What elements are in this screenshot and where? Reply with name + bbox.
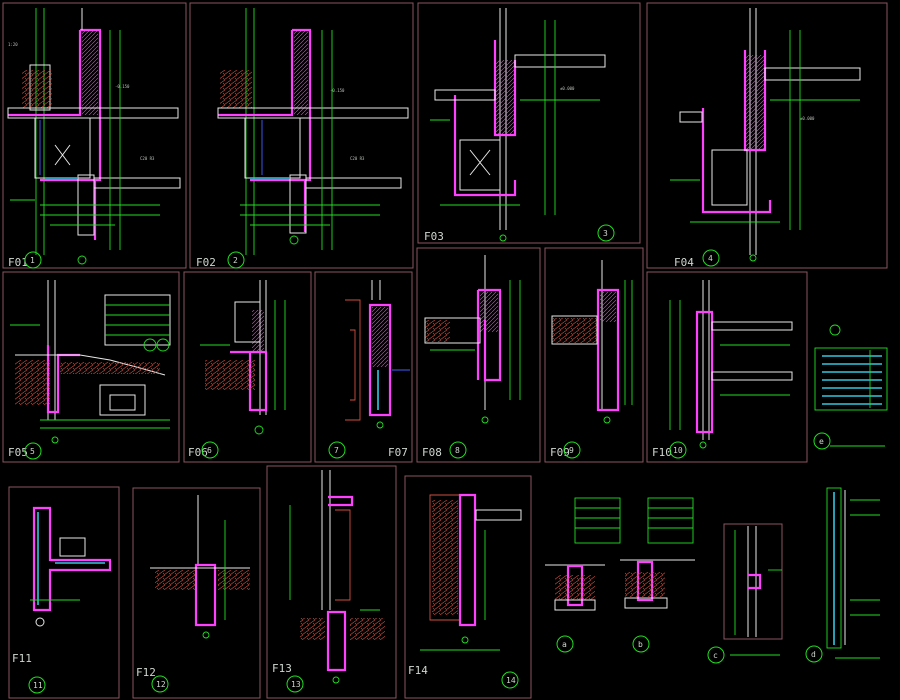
- detail-legend-table: e: [813, 324, 888, 450]
- detail-code: F02: [196, 256, 216, 269]
- detail-foundation-a: a: [545, 497, 621, 653]
- detail-number-bubble: [328, 441, 346, 459]
- detail-number-bubble: [813, 432, 831, 450]
- detail-d: d: [805, 487, 880, 663]
- detail-number: 13: [291, 680, 301, 689]
- detail-f07: F07 7: [314, 271, 413, 463]
- detail-f10: F10 10: [646, 271, 808, 463]
- svg-text:-0.150: -0.150: [330, 88, 345, 93]
- detail-code: F01: [8, 256, 28, 269]
- detail-number-bubble: [151, 675, 169, 693]
- svg-text:1:20: 1:20: [8, 42, 18, 47]
- detail-frame: [417, 2, 641, 244]
- detail-number: d: [811, 650, 816, 659]
- detail-number-bubble: [449, 441, 467, 459]
- svg-text:C20 R3: C20 R3: [350, 156, 365, 161]
- detail-number-bubble: [24, 251, 42, 269]
- detail-number-bubble: [286, 675, 304, 693]
- detail-frame: [314, 271, 413, 463]
- detail-number-bubble: [632, 635, 650, 653]
- detail-code: F12: [136, 666, 156, 679]
- detail-f09: F09 9: [544, 247, 644, 463]
- detail-code: F06: [188, 446, 208, 459]
- detail-f12: F12 12: [132, 487, 261, 699]
- detail-frame: [723, 523, 783, 640]
- detail-frame: [2, 2, 187, 269]
- detail-number-bubble: [707, 646, 725, 664]
- detail-number: 10: [673, 446, 683, 455]
- detail-frame: [2, 271, 180, 463]
- detail-number: 9: [569, 446, 574, 455]
- detail-frame: [266, 465, 397, 699]
- svg-text:±0.000: ±0.000: [800, 116, 815, 121]
- detail-number-bubble: [805, 645, 823, 663]
- detail-number-bubble: [669, 441, 687, 459]
- detail-number: 4: [708, 254, 713, 263]
- detail-number-bubble: [702, 249, 720, 267]
- detail-c: c: [707, 523, 783, 664]
- detail-number: 7: [334, 446, 339, 455]
- detail-f06: F06 6: [183, 271, 312, 463]
- detail-number: 3: [603, 229, 608, 238]
- detail-code: F13: [272, 662, 292, 675]
- detail-number-bubble: [28, 676, 46, 694]
- detail-f04: ±0.000 F04 4: [646, 2, 888, 269]
- detail-number-bubble: [24, 442, 42, 460]
- detail-frame: [132, 487, 261, 699]
- detail-number: c: [713, 651, 718, 660]
- detail-code: F05: [8, 446, 28, 459]
- detail-number: 11: [33, 681, 43, 690]
- detail-frame: [183, 271, 312, 463]
- detail-f11: F11 11: [8, 486, 120, 699]
- detail-number-bubble: [556, 635, 574, 653]
- detail-number: a: [562, 640, 567, 649]
- svg-text:±0.000: ±0.000: [560, 86, 575, 91]
- detail-code: F14: [408, 664, 428, 677]
- detail-f05: F05 5: [2, 271, 180, 463]
- detail-code: F10: [652, 446, 672, 459]
- svg-text:C20 R3: C20 R3: [140, 156, 155, 161]
- detail-frame: [8, 486, 120, 699]
- detail-number: 5: [30, 447, 35, 456]
- detail-frame: [189, 2, 414, 269]
- svg-text:-0.150: -0.150: [115, 84, 130, 89]
- detail-number: 6: [207, 446, 212, 455]
- detail-number: 12: [156, 680, 166, 689]
- detail-number: 14: [506, 676, 516, 685]
- detail-code: F11: [12, 652, 32, 665]
- detail-number: b: [638, 640, 643, 649]
- detail-f14: F14 14: [404, 475, 532, 699]
- detail-number: 1: [30, 256, 35, 265]
- detail-frame: [404, 475, 532, 699]
- detail-number-bubble: [563, 441, 581, 459]
- detail-number-bubble: [597, 224, 615, 242]
- detail-f08: F08 8: [416, 247, 541, 463]
- detail-code: F03: [424, 230, 444, 243]
- detail-number-bubble: [501, 671, 519, 689]
- detail-frame: [416, 247, 541, 463]
- detail-f03: ±0.000 F03 3: [417, 2, 641, 244]
- detail-number: 2: [233, 256, 238, 265]
- detail-code: F04: [674, 256, 694, 269]
- detail-number-bubble: [227, 251, 245, 269]
- detail-code: F09: [550, 446, 570, 459]
- detail-frame: [646, 2, 888, 269]
- detail-number: e: [819, 437, 824, 446]
- detail-frame: [544, 247, 644, 463]
- detail-number-bubble: [201, 441, 219, 459]
- detail-f13: F13 13: [266, 465, 397, 699]
- detail-code: F08: [422, 446, 442, 459]
- detail-frame: [646, 271, 808, 463]
- detail-number: 8: [455, 446, 460, 455]
- detail-code: F07: [388, 446, 408, 459]
- detail-foundation-b: b: [620, 497, 695, 653]
